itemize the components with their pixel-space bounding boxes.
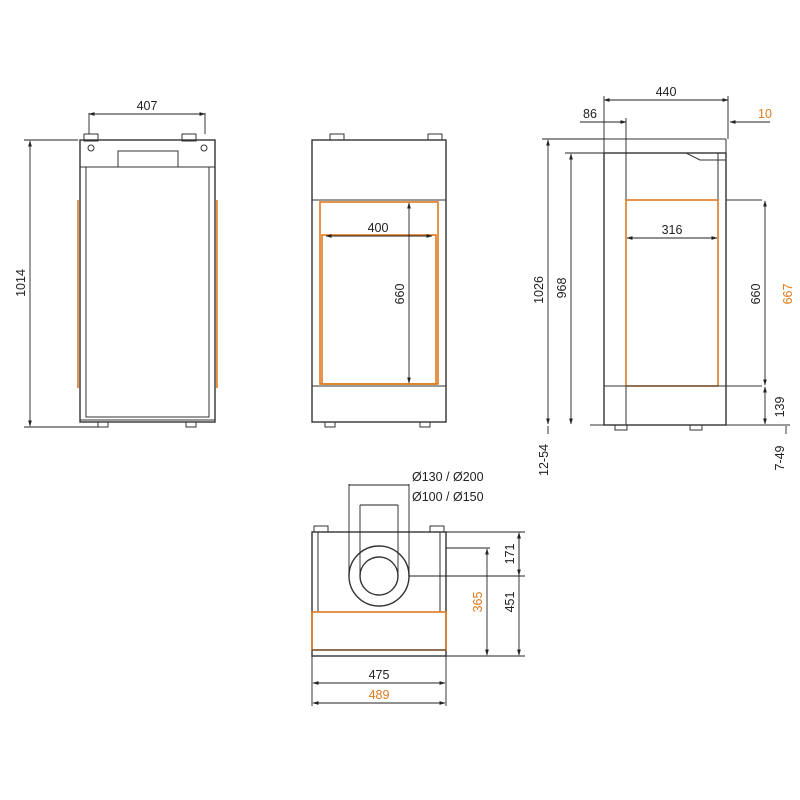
side-top-bevel: [626, 152, 726, 161]
door-width-label: 400: [368, 221, 389, 235]
top-depth-label: 451: [503, 592, 517, 613]
side-right-leg-label: 7-49: [773, 445, 787, 470]
door-view: 400 660: [311, 133, 447, 428]
side-back-foot: [614, 424, 628, 431]
side-base-height-label: 139: [773, 397, 787, 418]
top-inner-flue-circle: [359, 556, 399, 596]
top-inner-flue-label: Ø100 / Ø150: [412, 490, 484, 504]
top-right-tab: [429, 525, 445, 533]
top-glass-front: [311, 611, 447, 651]
door-right-tab: [427, 133, 443, 141]
side-opening-height-alt-label: 667: [781, 284, 795, 305]
side-offset-label: 86: [583, 107, 597, 121]
side-overall-height-label: 1026: [532, 276, 546, 304]
top-body-outline: [311, 531, 447, 657]
side-left-leg-label: 12-54: [537, 444, 551, 476]
side-opening-depth-label: 316: [662, 223, 683, 237]
door-glass-inner: [321, 234, 437, 385]
front-right-foot: [185, 421, 197, 428]
front-right-bolt: [200, 144, 208, 152]
door-height-label: 660: [393, 284, 407, 305]
front-right-tab: [181, 133, 197, 142]
side-depth-label: 440: [656, 85, 677, 99]
door-left-tab: [329, 133, 345, 141]
top-width-label: 475: [369, 668, 390, 682]
door-body-outline: [311, 139, 447, 423]
side-body-height-label: 968: [555, 278, 569, 299]
side-view: 440 86 10 1026 968 316 660 667 139 12-54…: [532, 85, 795, 476]
top-view: Ø130 / Ø200 Ø100 / Ø150 171 451 365 475 …: [311, 470, 525, 706]
front-left-foot: [97, 421, 109, 428]
top-inner-plate: [317, 531, 441, 613]
top-alt-depth-label: 365: [471, 592, 485, 613]
door-left-foot: [324, 421, 336, 428]
front-height-label: 1014: [14, 269, 28, 297]
side-opening-height-label: 660: [749, 284, 763, 305]
top-outer-flue-label: Ø130 / Ø200: [412, 470, 484, 484]
door-right-foot: [419, 421, 431, 428]
side-body-outline: [603, 152, 727, 426]
front-left-tab: [83, 133, 99, 142]
front-body-outline: [79, 139, 216, 423]
top-alt-width-label: 489: [369, 688, 390, 702]
front-left-bolt: [87, 144, 95, 152]
front-top-vent: [117, 150, 179, 168]
front-width-label: 407: [137, 99, 158, 113]
side-protrusion-label: 10: [758, 107, 772, 121]
front-view: 407 1014: [14, 99, 218, 428]
top-outer-flue-circle: [348, 545, 410, 607]
top-left-tab: [313, 525, 329, 533]
top-flue-offset-label: 171: [503, 544, 517, 565]
side-front-foot: [689, 424, 703, 431]
front-inner-panel: [85, 166, 210, 418]
